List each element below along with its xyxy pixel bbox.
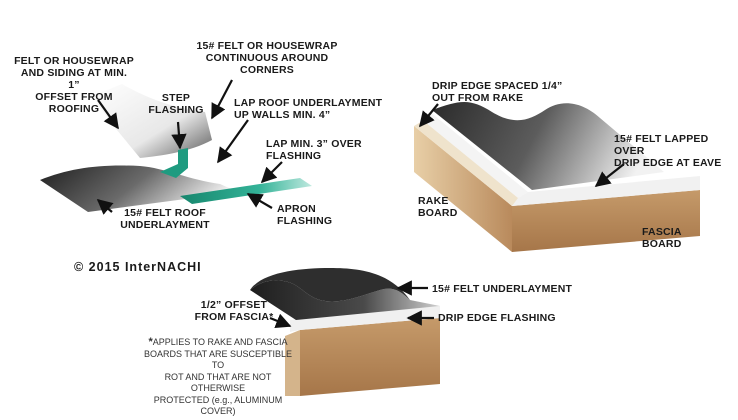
label-rake-board: RAKE BOARD (418, 195, 458, 219)
footnote: *APPLIES TO RAKE AND FASCIA BOARDS THAT … (138, 336, 298, 418)
label-felt-underlayment: 15# FELT UNDERLAYMENT (432, 283, 573, 295)
copyright-notice: © 2015 InterNACHI (74, 260, 202, 274)
label-drip-edge-spaced: DRIP EDGE SPACED 1/4” OUT FROM RAKE (432, 80, 563, 104)
rake-board-top (414, 120, 522, 206)
drip-edge-eave (512, 176, 700, 206)
label-apron-flashing: APRON FLASHING (277, 203, 333, 227)
arrow-continuous-corners (211, 79, 233, 120)
label-lap-min-flashing: LAP MIN. 3” OVER FLASHING (266, 138, 362, 162)
footnote-text: APPLIES TO RAKE AND FASCIA BOARDS THAT A… (143, 337, 293, 416)
footnote-asterisk: * (148, 336, 153, 348)
label-felt-housewrap-siding: FELT OR HOUSEWRAP AND SIDING AT MIN. 1” … (14, 55, 134, 115)
label-fascia-board: FASCIA BOARD (642, 226, 682, 250)
drip-edge-rake (420, 112, 528, 198)
arrow-roof-underlayment (96, 198, 114, 215)
apron-flashing-strip (180, 178, 312, 204)
arrow-apron (246, 193, 273, 209)
arrow-lap-flashing (260, 161, 283, 184)
fascia-board (512, 190, 700, 252)
drip-edge-bottom (290, 306, 440, 332)
label-offset-from-fascia: 1/2” OFFSET FROM FASCIA* (194, 299, 274, 323)
label-felt-roof-underlayment: 15# FELT ROOF UNDERLAYMENT (120, 207, 210, 231)
label-lap-underlayment-walls: LAP ROOF UNDERLAYMENT UP WALLS MIN. 4” (234, 97, 383, 121)
label-felt-lapped-drip-edge: 15# FELT LAPPED OVER DRIP EDGE AT EAVE (614, 133, 722, 169)
label-step-flashing: STEP FLASHING (148, 92, 204, 116)
arrow-housewrap (97, 99, 119, 130)
step-flashing (160, 148, 188, 178)
label-drip-edge-flashing: DRIP EDGE FLASHING (438, 312, 556, 324)
fascia-offset-illustration (250, 268, 440, 396)
arrow-felt-lapped (594, 163, 625, 187)
felt-sheet-bottom-top (250, 268, 410, 302)
felt-sheet-right (432, 102, 664, 190)
leader-arrows (96, 79, 625, 329)
arrow-offset-fascia (269, 313, 292, 329)
roof-felt-underlayment (40, 165, 238, 212)
arrow-lap-walls (217, 119, 249, 164)
arrow-drip-spaced (419, 103, 439, 128)
label-felt-continuous-corners: 15# FELT OR HOUSEWRAP CONTINUOUS AROUND … (196, 40, 338, 76)
rake-board (414, 126, 512, 252)
fascia-side (300, 318, 440, 396)
drip-edge-illustration (414, 102, 700, 252)
felt-sheet-bottom (250, 280, 440, 320)
arrow-step-flashing (171, 121, 187, 150)
fascia-front (285, 330, 300, 396)
